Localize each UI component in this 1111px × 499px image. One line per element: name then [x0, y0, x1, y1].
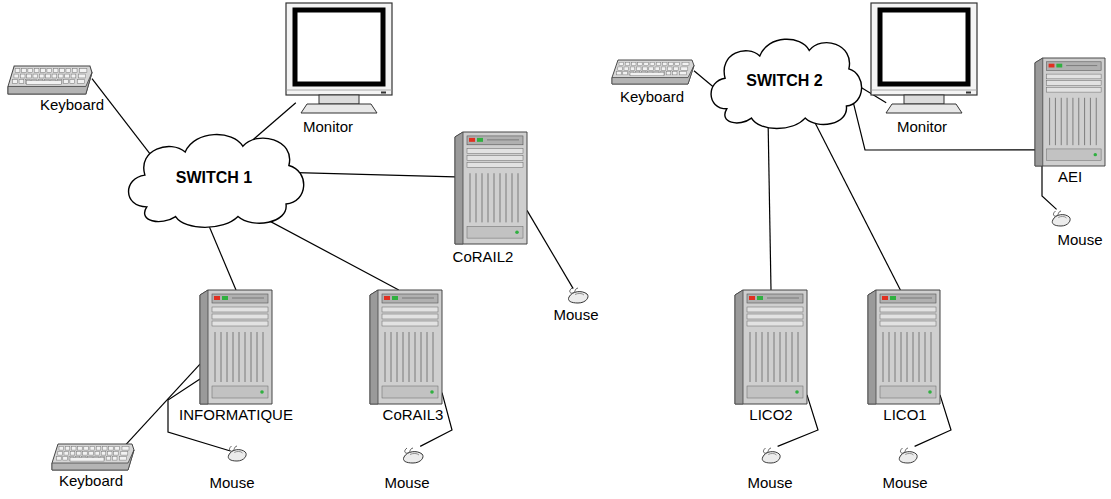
device-label: Mouse: [882, 474, 927, 491]
keyboard-icon: [612, 60, 694, 84]
device-label: AEI: [1058, 168, 1082, 185]
keyboard-node: Keyboard: [8, 66, 92, 94]
server-node: LICO2: [735, 290, 807, 404]
monitor-node: Monitor: [870, 2, 978, 114]
device-label: Keyboard: [40, 96, 104, 113]
network-link: [768, 117, 771, 290]
mouse-icon: [897, 442, 919, 464]
device-label: INFORMATIQUE: [179, 406, 293, 423]
device-label: LICO1: [883, 406, 926, 423]
keyboard-node: Keyboard: [612, 60, 694, 84]
network-link: [92, 79, 156, 163]
mouse-node: Mouse: [1050, 205, 1072, 227]
mouse-node: Mouse: [226, 440, 248, 462]
mouse-icon: [566, 282, 590, 304]
mouse-node: Mouse: [760, 442, 782, 464]
device-label: Mouse: [553, 306, 598, 323]
keyboard-icon: [8, 66, 92, 94]
cloud-node: SWITCH 1: [118, 125, 310, 231]
server-icon: [735, 290, 807, 404]
network-link: [527, 210, 573, 288]
mouse-node: Mouse: [897, 442, 919, 464]
mouse-node: Mouse: [566, 282, 590, 304]
network-link: [809, 112, 900, 290]
device-label: Keyboard: [620, 88, 684, 105]
switch-label: SWITCH 1: [176, 169, 252, 187]
keyboard-icon: [52, 444, 134, 470]
keyboard-node: Keyboard: [52, 444, 134, 470]
device-label: Mouse: [1057, 231, 1102, 248]
mouse-icon: [226, 440, 248, 462]
server-node: CoRAIL3: [370, 290, 442, 404]
server-node: CoRAIL2: [455, 132, 527, 244]
mouse-icon: [1050, 205, 1072, 227]
network-link: [851, 91, 1036, 150]
monitor-icon: [285, 2, 393, 114]
server-icon: [1035, 58, 1105, 166]
server-node: LICO1: [868, 290, 940, 404]
device-label: CoRAIL3: [383, 406, 444, 423]
monitor-node: Monitor: [285, 2, 393, 114]
device-label: Monitor: [303, 118, 353, 135]
server-icon: [455, 132, 527, 244]
server-node: AEI: [1035, 58, 1105, 166]
server-icon: [868, 290, 940, 404]
device-label: Mouse: [209, 474, 254, 491]
cloud-node: SWITCH 2: [702, 30, 867, 132]
network-link: [252, 212, 398, 290]
mouse-node: Mouse: [401, 442, 425, 464]
switch-label: SWITCH 2: [746, 72, 822, 90]
mouse-icon: [760, 442, 782, 464]
server-node: INFORMATIQUE: [200, 290, 272, 404]
server-icon: [370, 290, 442, 404]
server-icon: [200, 290, 272, 404]
device-label: Keyboard: [59, 472, 123, 489]
device-label: LICO2: [749, 406, 792, 423]
monitor-icon: [870, 2, 978, 114]
mouse-icon: [401, 442, 425, 464]
device-label: Monitor: [897, 118, 947, 135]
device-label: Mouse: [747, 474, 792, 491]
device-label: Mouse: [384, 474, 429, 491]
device-label: CoRAIL2: [453, 248, 514, 265]
network-link: [1042, 166, 1057, 209]
network-link: [297, 173, 455, 177]
